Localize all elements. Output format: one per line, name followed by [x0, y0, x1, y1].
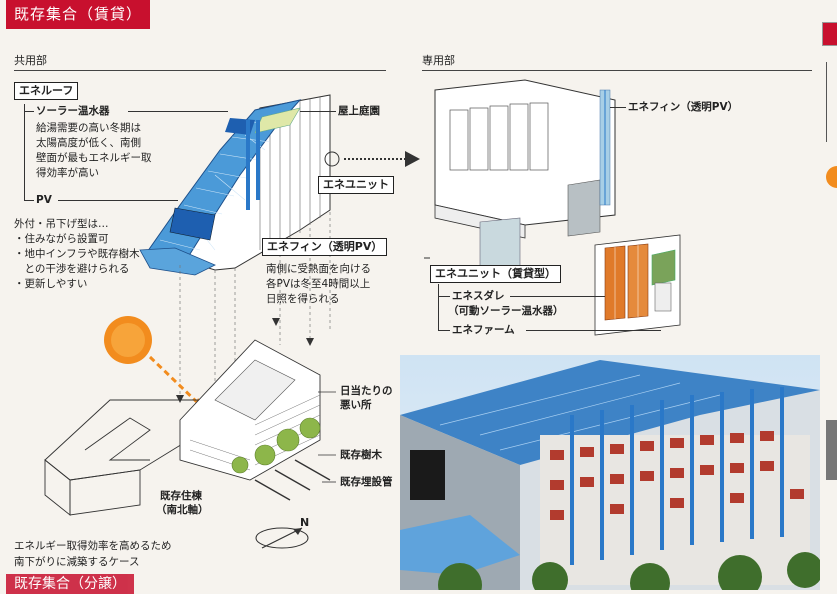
caption-line-2: 南下がりに減築するケース	[14, 556, 140, 568]
ene-fin-right-label: エネフィン（透明PV）	[628, 101, 739, 113]
side-tab-top	[822, 22, 837, 46]
existing-trees-label: 既存樹木	[340, 449, 382, 461]
farm-leader	[438, 330, 450, 331]
sunny-bad-label-2: 悪い所	[340, 399, 372, 411]
ene-roof-label: エネルーフ	[14, 82, 79, 100]
side-column-fragment	[826, 62, 837, 142]
ene-unit-exploded	[434, 79, 681, 336]
pv-desc-5: ・更新しやすい	[14, 278, 88, 290]
pv-desc-1: 外付・吊下げ型は…	[14, 218, 109, 230]
ene-sudare-label: エネスダレ	[452, 290, 505, 302]
pv-label: PV	[36, 194, 52, 206]
sudare-pointer	[510, 296, 605, 297]
ene-fin-desc-3: 日照を得られる	[266, 293, 340, 305]
pv-desc-3: ・地中インフラや既存樹木	[14, 248, 140, 260]
ene-unit-rental-leader	[438, 284, 439, 330]
ene-farm-label: エネファーム	[452, 324, 515, 336]
farm-pointer	[526, 330, 661, 331]
ene-sudare-sub-label: （可動ソーラー温水器）	[448, 305, 564, 317]
solar-heater-leader	[24, 104, 25, 200]
compass-label: N	[300, 516, 310, 529]
ene-fin-desc-2: 各PVは冬至4時間以上	[266, 278, 371, 290]
solar-desc-1: 給湯需要の高い冬期は	[36, 122, 141, 134]
arrow-right-icon	[405, 151, 420, 167]
side-gray-fragment	[826, 420, 837, 480]
next-section-title: 既存集合（分譲）	[6, 574, 134, 594]
building-rendering-photo	[400, 355, 820, 590]
pv-desc-4: との干渉を避けられる	[14, 263, 130, 275]
pv-leader-h	[24, 200, 34, 201]
sudare-leader	[438, 296, 450, 297]
section-common-rule	[14, 70, 386, 71]
section-private-rule	[422, 70, 812, 71]
page-title: 既存集合（賃貸）	[6, 0, 151, 29]
caption-line-1: エネルギー取得効率を高めるため	[14, 540, 172, 552]
ene-unit-rental-label: エネユニット（賃貸型）	[430, 265, 561, 283]
rooftop-garden-label: 屋上庭園	[338, 105, 380, 117]
ene-fin-desc-1: 南側に受熱面を向ける	[266, 263, 371, 275]
rooftop-garden-leader	[300, 111, 336, 112]
solar-heater-label: ソーラー温水器	[36, 105, 110, 117]
pv-pointer	[58, 200, 178, 201]
existing-bldg-label-2: （南北軸）	[156, 504, 209, 516]
solar-desc-3: 壁面が最もエネルギー取	[36, 152, 152, 164]
ene-unit-label: エネユニット	[318, 176, 394, 194]
solar-heater-leader-h	[24, 111, 34, 112]
existing-building	[179, 339, 331, 501]
pv-roof-building	[139, 94, 331, 276]
side-sun-fragment	[826, 166, 837, 188]
ene-unit-marker	[324, 151, 340, 167]
section-common: 共用部	[14, 54, 47, 67]
ene-fin-label: エネフィン（透明PV）	[262, 238, 388, 256]
ene-fin-right-leader	[610, 107, 626, 108]
solar-desc-4: 得効率が高い	[36, 167, 99, 179]
existing-pipes-label: 既存埋設管	[340, 476, 393, 488]
existing-bldg-label-1: 既存住棟	[160, 490, 202, 502]
section-private: 専用部	[422, 54, 455, 67]
sun-icon	[104, 316, 152, 364]
compass-icon	[255, 527, 309, 549]
sunny-bad-label-1: 日当たりの	[340, 385, 393, 397]
solar-desc-2: 太陽高度が低く、南側	[36, 137, 141, 149]
solar-heater-pointer	[128, 111, 228, 112]
pv-desc-2: ・住みながら設置可	[14, 233, 109, 245]
